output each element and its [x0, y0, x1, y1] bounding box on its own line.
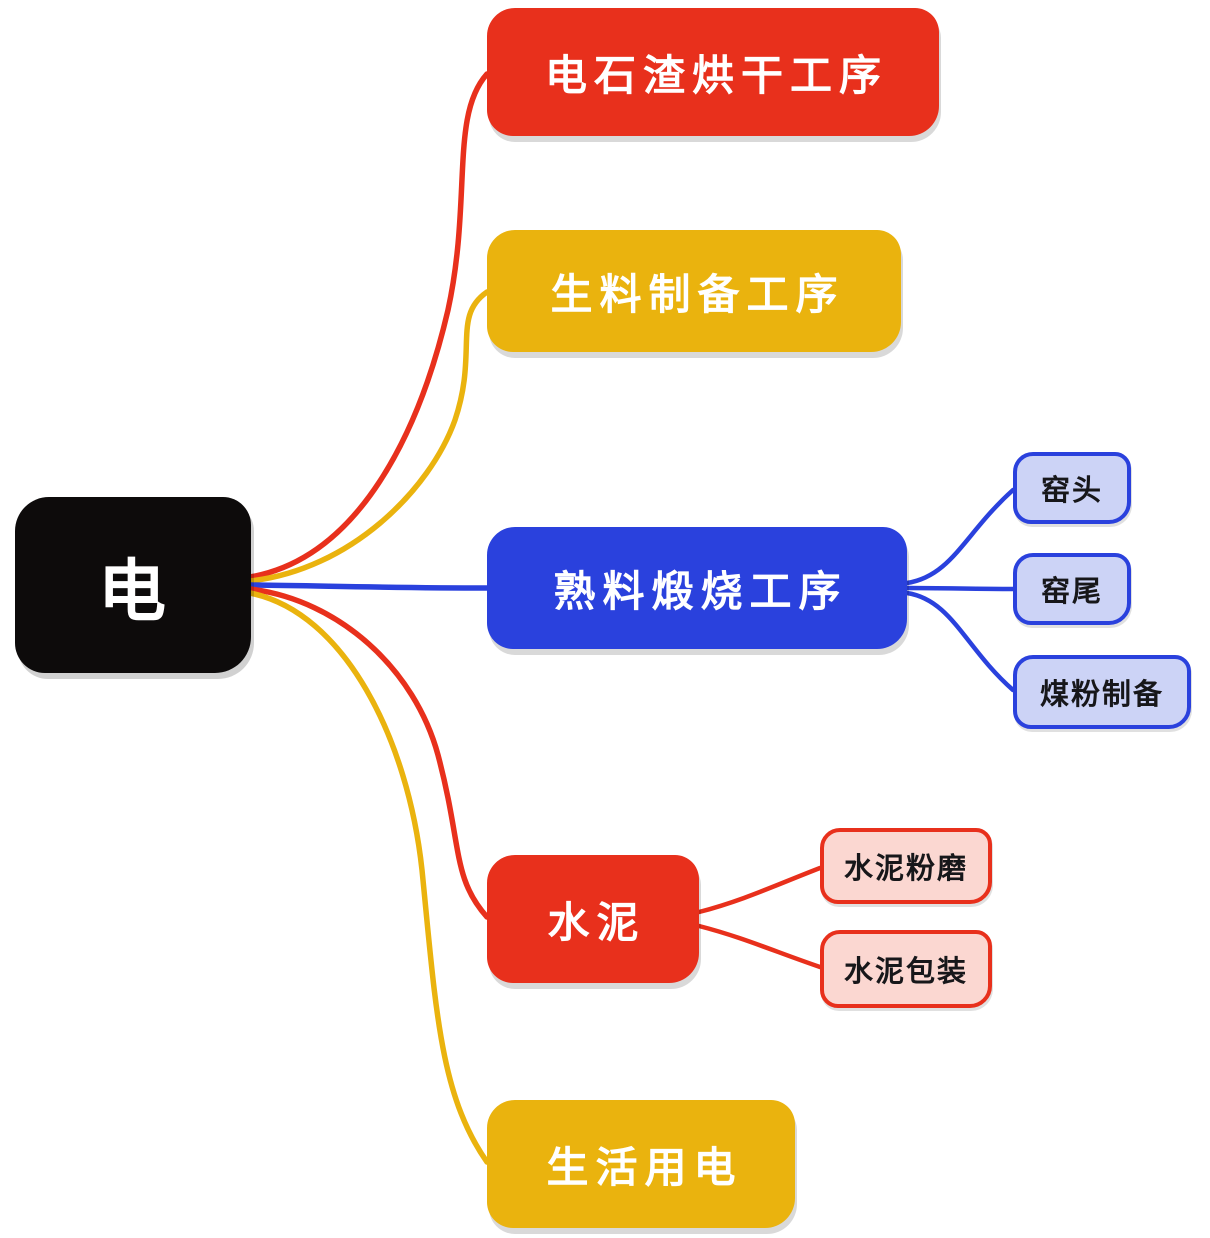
link-electricity-to-carbide-slag-drying [247, 71, 490, 580]
link-electricity-to-clinker-calcination [247, 582, 490, 591]
link-clinker-to-kiln-tail [904, 585, 1016, 592]
link-electricity-to-domestic-electricity [247, 590, 490, 1165]
node-kiln-tail-label: 窑尾 [1040, 574, 1103, 608]
node-electricity-root[interactable]: 电 [15, 497, 251, 673]
node-cement-grinding[interactable]: 水泥粉磨 [820, 828, 992, 904]
node-carbide-slag-drying[interactable]: 电石渣烘干工序 [487, 8, 939, 136]
node-raw-meal-preparation[interactable]: 生料制备工序 [487, 230, 901, 352]
link-electricity-to-cement [247, 586, 490, 920]
node-coal-powder-preparation[interactable]: 煤粉制备 [1013, 655, 1191, 729]
node-coal-powder-preparation-label: 煤粉制备 [1039, 677, 1164, 711]
link-clinker-to-kiln-head [904, 487, 1016, 586]
node-cement-packaging-label: 水泥包装 [843, 954, 968, 988]
node-domestic-electricity[interactable]: 生活用电 [487, 1100, 795, 1228]
node-raw-meal-preparation-label: 生料制备工序 [550, 269, 845, 319]
node-cement[interactable]: 水泥 [487, 855, 699, 983]
link-electricity-to-raw-meal-preparation [247, 289, 490, 584]
node-kiln-head[interactable]: 窑头 [1013, 452, 1131, 524]
node-cement-packaging[interactable]: 水泥包装 [820, 930, 992, 1008]
link-clinker-to-coal-powder-preparation [904, 590, 1016, 693]
link-cement-to-cement-packaging [696, 923, 823, 970]
node-kiln-tail[interactable]: 窑尾 [1013, 553, 1131, 625]
node-clinker-calcination[interactable]: 熟料煅烧工序 [487, 527, 907, 649]
node-clinker-calcination-label: 熟料煅烧工序 [553, 566, 848, 616]
node-carbide-slag-drying-label: 电石渣烘干工序 [544, 50, 888, 100]
link-cement-to-cement-grinding [696, 865, 823, 915]
node-cement-grinding-label: 水泥粉磨 [843, 851, 968, 885]
node-kiln-head-label: 窑头 [1040, 473, 1103, 507]
node-electricity-root-label: 电 [97, 552, 168, 632]
node-cement-label: 水泥 [547, 897, 646, 947]
node-domestic-electricity-label: 生活用电 [546, 1142, 743, 1192]
